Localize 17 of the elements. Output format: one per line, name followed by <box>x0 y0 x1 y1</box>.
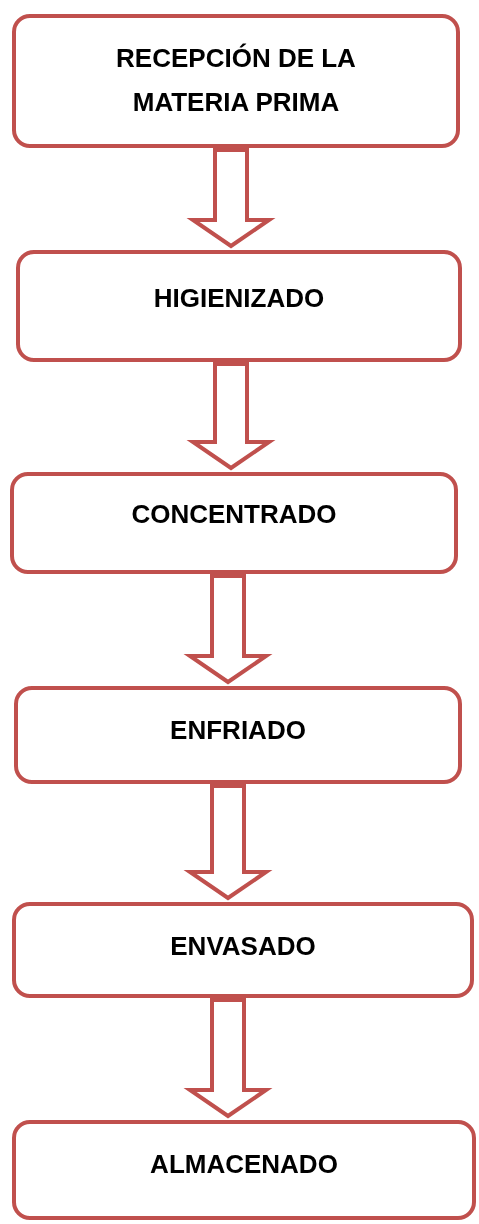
block-arrow <box>183 784 273 901</box>
process-box <box>12 902 474 998</box>
step-label: RECEPCIÓN DE LA MATERIA PRIMA <box>115 42 357 119</box>
block-arrow <box>183 998 273 1119</box>
process-box <box>12 14 460 148</box>
block-arrow <box>186 148 276 249</box>
step-label: ENFRIADO <box>169 714 307 747</box>
block-arrow <box>183 574 273 685</box>
step-label: HIGIENIZADO <box>152 282 326 315</box>
process-box <box>16 250 462 362</box>
step-label: ENVASADO <box>169 930 317 963</box>
process-box <box>14 686 462 784</box>
process-box <box>12 1120 476 1220</box>
process-box <box>10 472 458 574</box>
step-label: ALMACENADO <box>149 1148 339 1181</box>
block-arrow <box>186 362 276 471</box>
step-label: CONCENTRADO <box>130 498 338 531</box>
